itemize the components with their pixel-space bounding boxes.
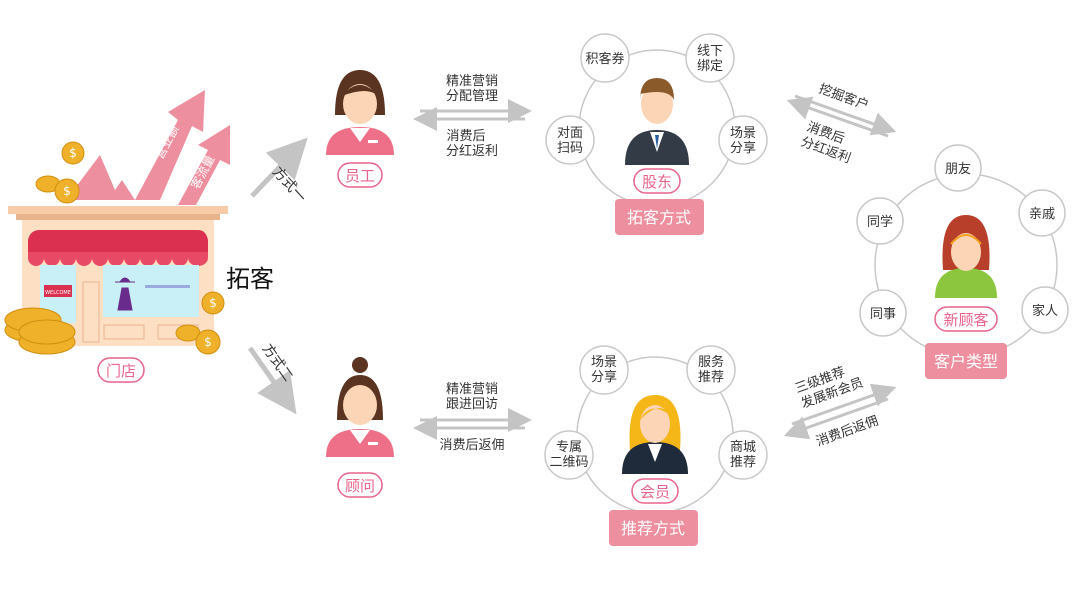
customer-avatar	[935, 215, 997, 298]
svg-text:跟进回访: 跟进回访	[446, 397, 498, 412]
member-item	[686, 345, 736, 395]
new-customer-badge: 新顾客	[943, 311, 988, 329]
shareholder-item	[580, 33, 630, 83]
traffic-arrow	[178, 125, 230, 205]
shareholder-avatar	[625, 78, 689, 165]
shareholder-item	[718, 115, 768, 165]
svg-text:场景: 场景	[730, 126, 756, 141]
upper-right-link: 挖掘客户 消费后 分红返利	[786, 81, 897, 167]
revenue-arrow	[135, 90, 205, 200]
shareholder-badge: 股东	[642, 173, 672, 191]
svg-text:同事: 同事	[870, 307, 896, 322]
lower-right-link: 三级推荐 发展新会员 消费后返佣	[783, 365, 897, 450]
customer-ring: 朋友 亲戚 同学 同事 家人 新顾客 客户类型	[856, 144, 1069, 379]
staff-badge: 员工	[337, 162, 383, 188]
member-badge: 会员	[640, 483, 670, 501]
svg-text:分享: 分享	[591, 369, 617, 385]
svg-text:分红返利: 分红返利	[446, 143, 498, 159]
store-illustration: 营业额 客流量 WELCOME $$$$	[4, 90, 230, 355]
store-badge: 门店	[97, 357, 145, 383]
svg-text:同学: 同学	[867, 214, 893, 230]
member-item	[544, 430, 594, 480]
svg-text:朋友: 朋友	[945, 161, 971, 177]
member-avatar	[622, 395, 688, 474]
customer-type-item	[1021, 286, 1069, 334]
svg-text:员工: 员工	[345, 167, 375, 185]
svg-text:线下: 线下	[697, 44, 723, 59]
customer-type-item	[856, 197, 904, 245]
awning	[28, 230, 208, 252]
referral-method-box: 推荐方式	[621, 519, 685, 538]
acquisition-title: 拓客	[226, 265, 274, 293]
svg-text:$: $	[63, 184, 71, 198]
customer-type-item	[859, 289, 907, 337]
svg-text:消费后: 消费后	[446, 129, 485, 144]
svg-text:WELCOME: WELCOME	[45, 290, 71, 296]
route-label-2: 方式二	[259, 341, 296, 385]
svg-text:消费后返佣: 消费后返佣	[439, 438, 504, 453]
svg-text:扫码: 扫码	[557, 141, 583, 156]
svg-text:挖掘客户: 挖掘客户	[817, 81, 871, 114]
shareholder-item	[685, 33, 735, 83]
svg-text:消费后返佣: 消费后返佣	[814, 413, 880, 449]
svg-text:积客券: 积客券	[585, 51, 624, 67]
staff-avatar	[326, 70, 394, 155]
svg-text:场景: 场景	[591, 355, 617, 370]
svg-text:$: $	[204, 335, 212, 349]
customer-type-item	[934, 144, 982, 192]
svg-text:分配管理: 分配管理	[446, 89, 498, 104]
svg-text:商城: 商城	[730, 440, 756, 455]
svg-text:分享: 分享	[730, 140, 756, 156]
coin-icon	[4, 141, 225, 355]
svg-text:亲戚: 亲戚	[1029, 207, 1055, 222]
svg-text:二维码: 二维码	[549, 455, 588, 470]
customer-type-item	[1018, 189, 1066, 237]
member-item	[579, 345, 629, 395]
route-arrow-1	[250, 137, 308, 198]
advisor-badge: 顾问	[337, 472, 383, 498]
svg-text:对面: 对面	[557, 126, 583, 141]
member-item	[718, 430, 768, 480]
svg-text:绑定: 绑定	[697, 59, 723, 74]
svg-text:$: $	[69, 146, 77, 160]
svg-text:推荐: 推荐	[730, 455, 756, 470]
svg-text:家人: 家人	[1032, 303, 1058, 319]
svg-text:专属: 专属	[556, 440, 582, 455]
svg-text:顾问: 顾问	[345, 477, 375, 495]
svg-text:门店: 门店	[106, 362, 136, 380]
svg-text:推荐: 推荐	[698, 370, 724, 385]
shareholder-item	[545, 115, 595, 165]
acquisition-method-box: 拓客方式	[627, 208, 691, 227]
svg-text:服务: 服务	[698, 354, 724, 370]
svg-text:精准营销: 精准营销	[446, 382, 498, 397]
route-arrow-2	[247, 346, 297, 415]
svg-text:精准营销: 精准营销	[446, 74, 498, 89]
svg-text:$: $	[209, 296, 217, 310]
advisor-avatar	[326, 357, 394, 457]
customer-type-box: 客户类型	[934, 352, 998, 371]
route-label-1: 方式一	[269, 164, 309, 206]
